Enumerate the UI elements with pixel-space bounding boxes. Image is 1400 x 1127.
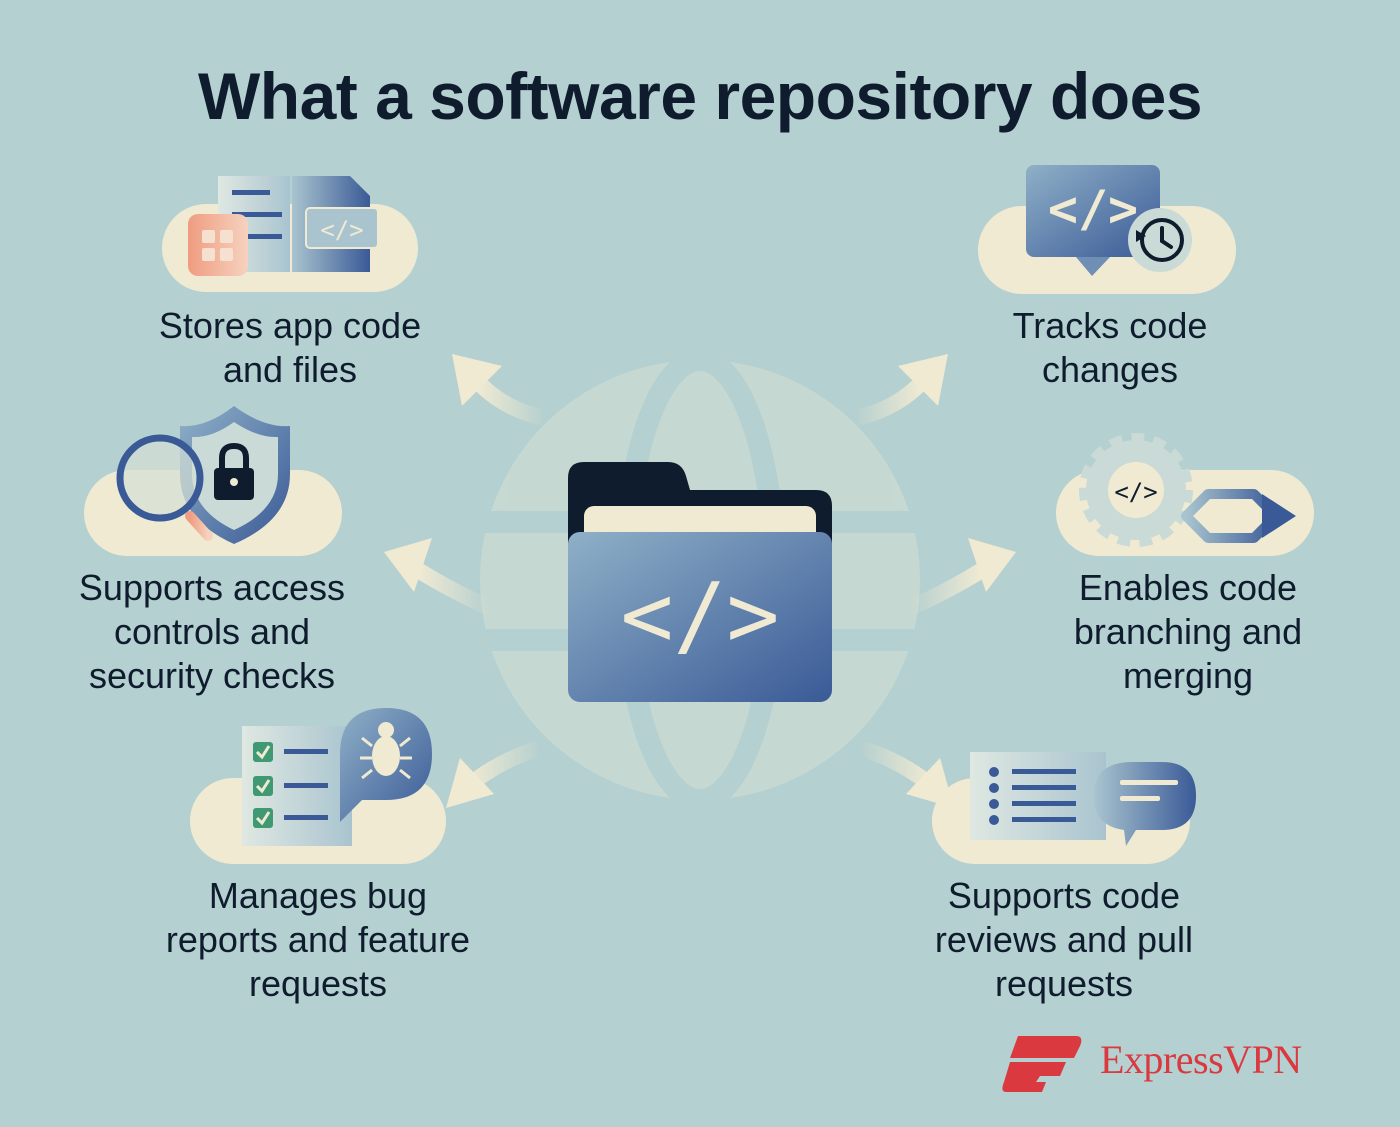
svg-text:</>: </> (1114, 478, 1157, 506)
bug-checklist-icon (190, 708, 446, 864)
feature-label-reviews: Supports code reviews and pull requests (934, 875, 1194, 1004)
feature-label-stores: Stores app code and files (158, 305, 422, 390)
page-title: What a software repository does (197, 59, 1203, 133)
feature-label-bugs: Manages bug reports and feature requests (165, 875, 471, 1004)
feature-label-access: Supports access controls and security ch… (78, 567, 346, 696)
code-folder-icon: </> (568, 462, 832, 702)
expressvpn-logo-icon (1002, 1036, 1082, 1092)
svg-text:</>: </> (1048, 180, 1138, 238)
feature-label-tracks: Tracks code changes (1012, 305, 1208, 390)
brand-wordmark: ExpressVPN (1100, 1037, 1302, 1082)
feature-label-branching: Enables code branching and merging (1073, 567, 1303, 696)
arrow-access (384, 538, 498, 616)
arrow-bugs (446, 740, 548, 808)
arrow-branching (902, 538, 1016, 616)
arrow-tracks (847, 354, 948, 426)
shield-lock-icon (84, 406, 342, 556)
svg-text:</>: </> (320, 216, 363, 244)
folder-code-glyph: </> (621, 564, 780, 667)
arrow-stores (452, 354, 553, 426)
code-history-icon: </> (978, 165, 1236, 294)
gear-branch-icon: </> (1056, 433, 1314, 556)
files-code-icon: </> (162, 176, 418, 292)
review-chat-icon (932, 752, 1196, 864)
